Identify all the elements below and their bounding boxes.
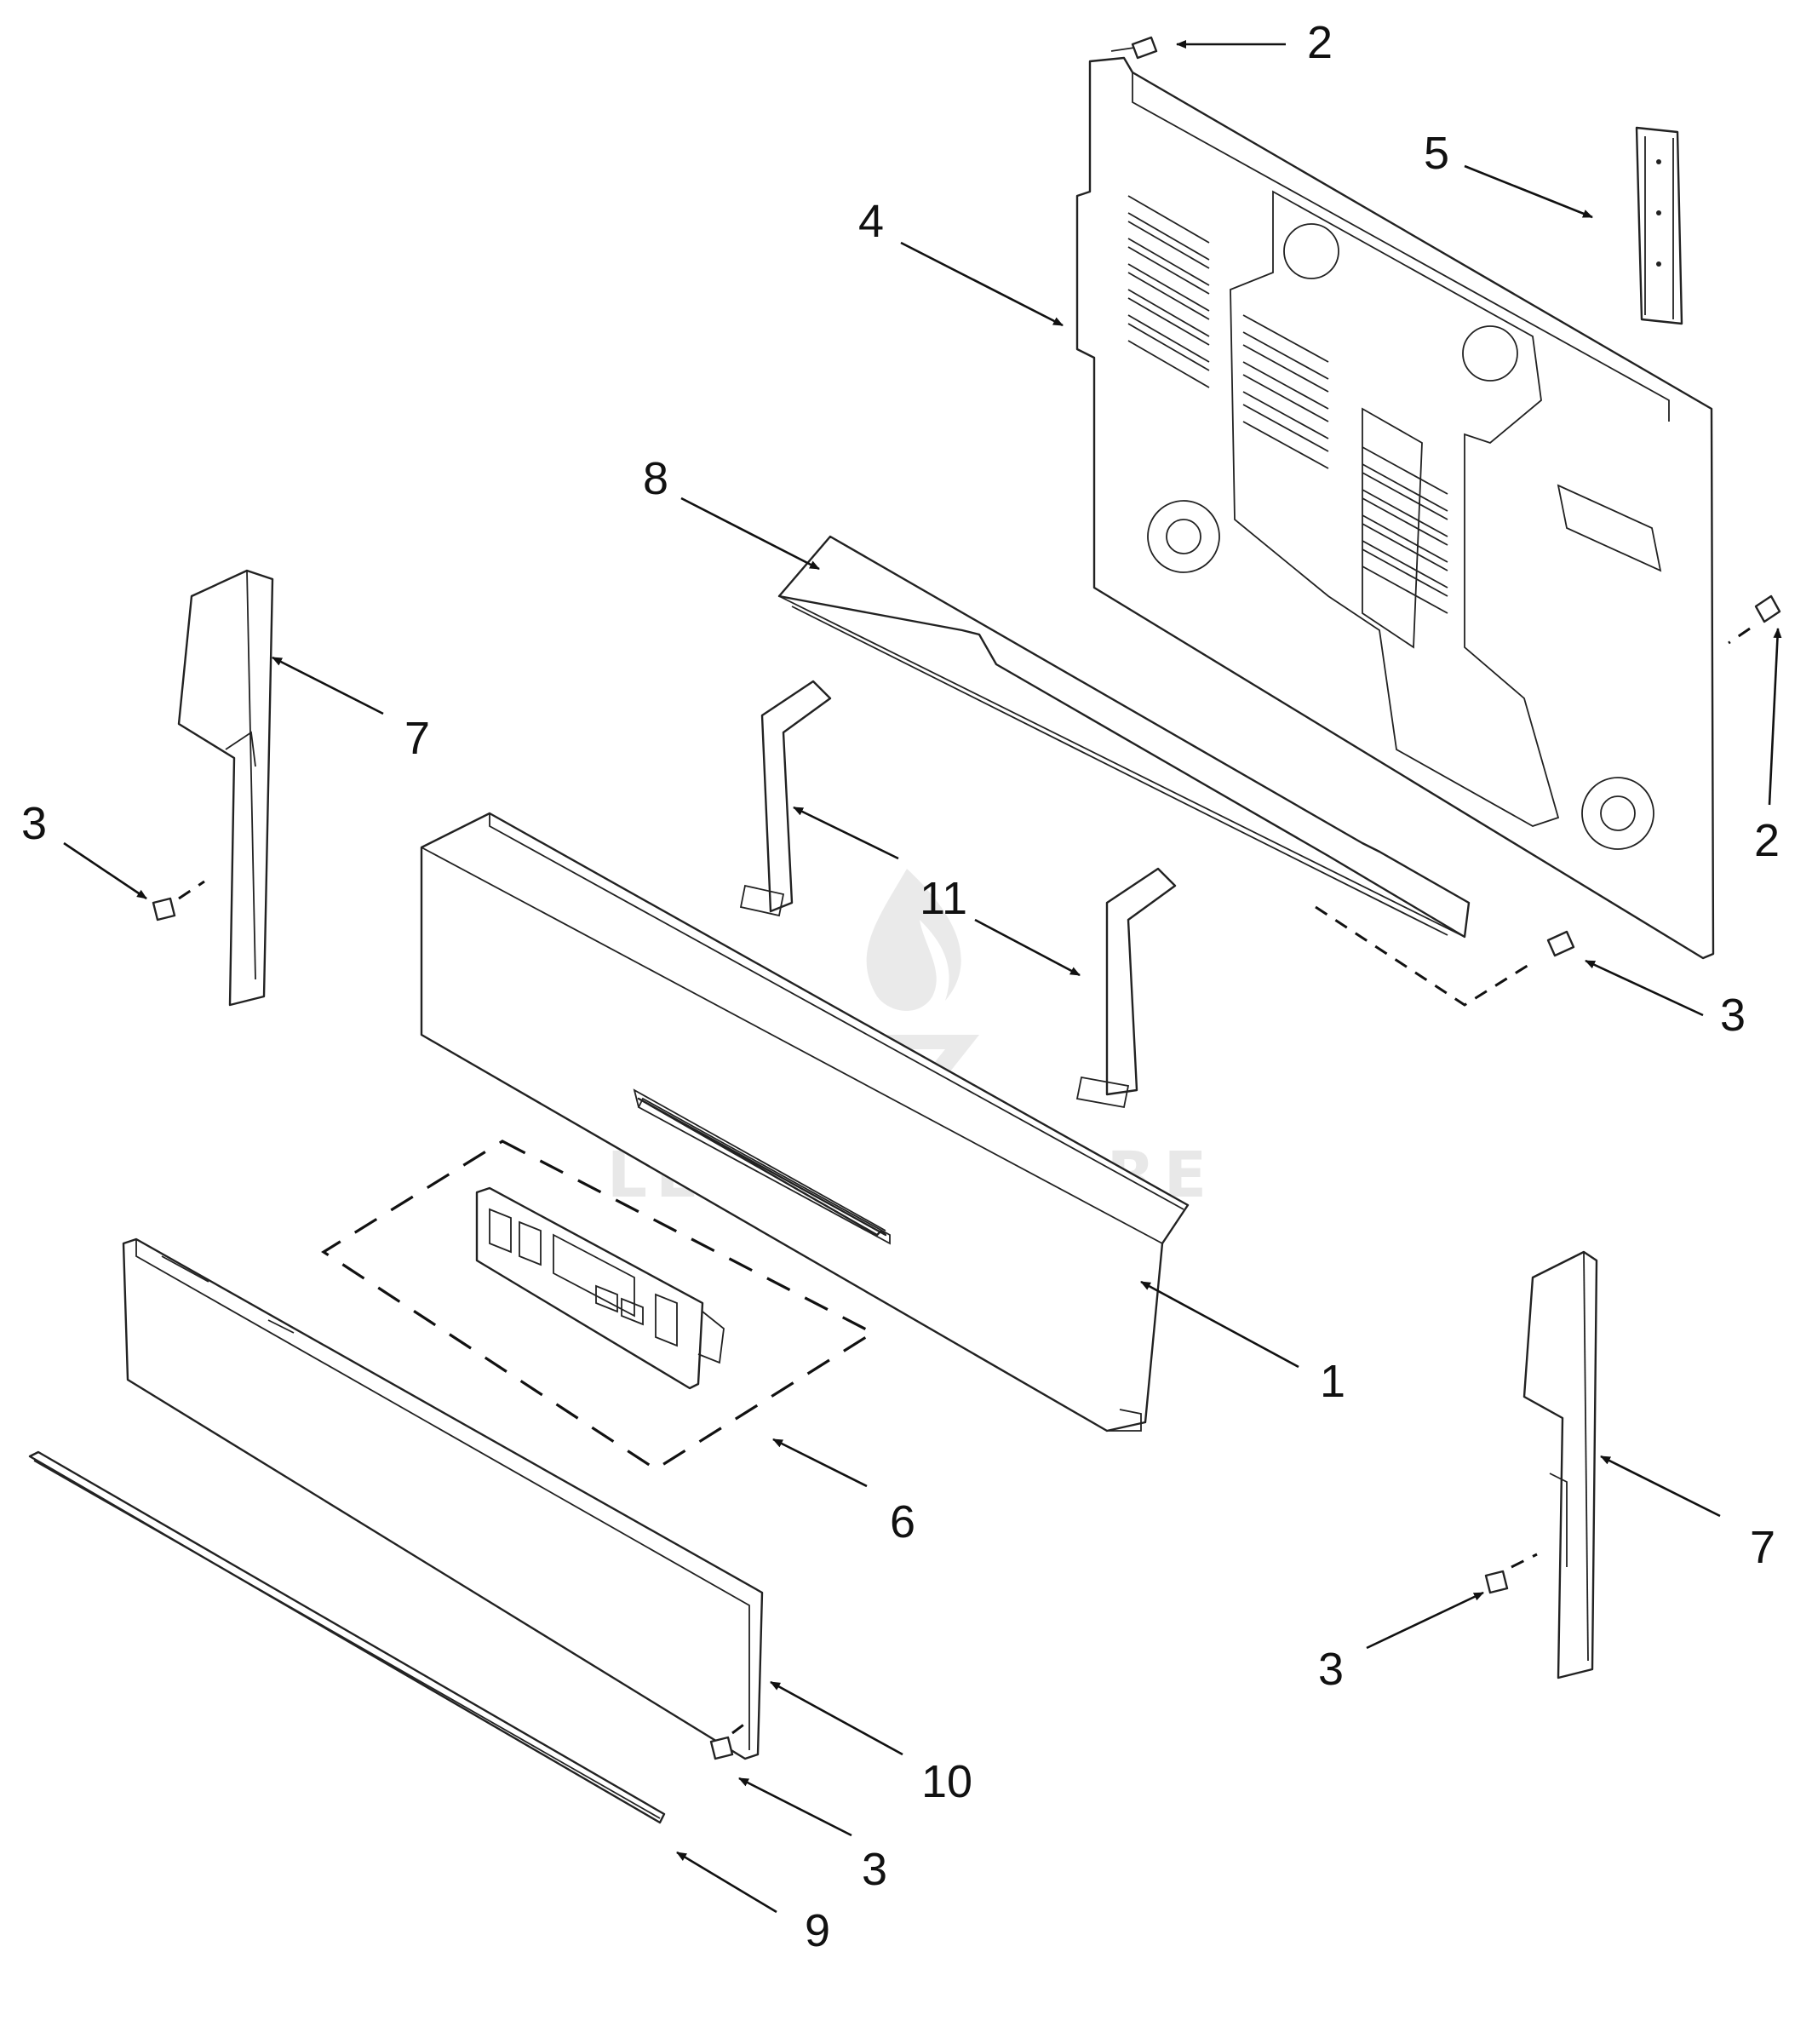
bracket [1635,126,1683,325]
top-channel [777,535,1471,939]
callout-6: 6 [890,1496,915,1547]
callout-1: 1 [1320,1356,1345,1407]
leader-lines [63,40,1782,1914]
louvers-right [1362,446,1448,614]
screw-right-endcap [1484,1553,1538,1594]
screw-trim [709,1719,750,1760]
control-board [321,1140,876,1471]
support-bracket-left [739,680,832,917]
support-bracket-right [1075,867,1177,1109]
watermark-flame-icon [866,869,961,1011]
callout-3-left: 3 [21,798,47,849]
screw-top [1110,36,1158,60]
louvers-left [1127,195,1210,388]
callout-3-channel: 3 [1720,990,1746,1041]
callout-10: 10 [921,1756,972,1807]
right-end-cap [1522,1250,1598,1679]
louvers-mid [1242,314,1329,469]
left-end-cap [177,569,274,1007]
callout-7-right: 7 [1750,1522,1775,1573]
callout-11: 11 [920,873,967,924]
lower-trim-panel [122,1237,764,1760]
control-panel [420,812,1190,1433]
trim-strip [28,1450,666,1824]
callout-2-top: 2 [1307,17,1333,68]
callout-2-right: 2 [1754,815,1780,866]
callout-8: 8 [643,453,668,504]
callout-3-trim: 3 [862,1844,887,1895]
screw-left-endcap [152,880,205,922]
callout-7-left: 7 [404,713,430,764]
callouts: 2 5 4 8 7 2 3 11 3 1 6 7 3 10 3 9 [21,17,1780,1956]
callout-5: 5 [1424,128,1449,179]
callout-3-right: 3 [1318,1644,1344,1695]
callout-9: 9 [805,1905,830,1956]
rear-panel [1075,56,1715,960]
callout-4: 4 [858,196,884,247]
screw-right [1728,594,1781,645]
screw-channel [1315,905,1575,1007]
